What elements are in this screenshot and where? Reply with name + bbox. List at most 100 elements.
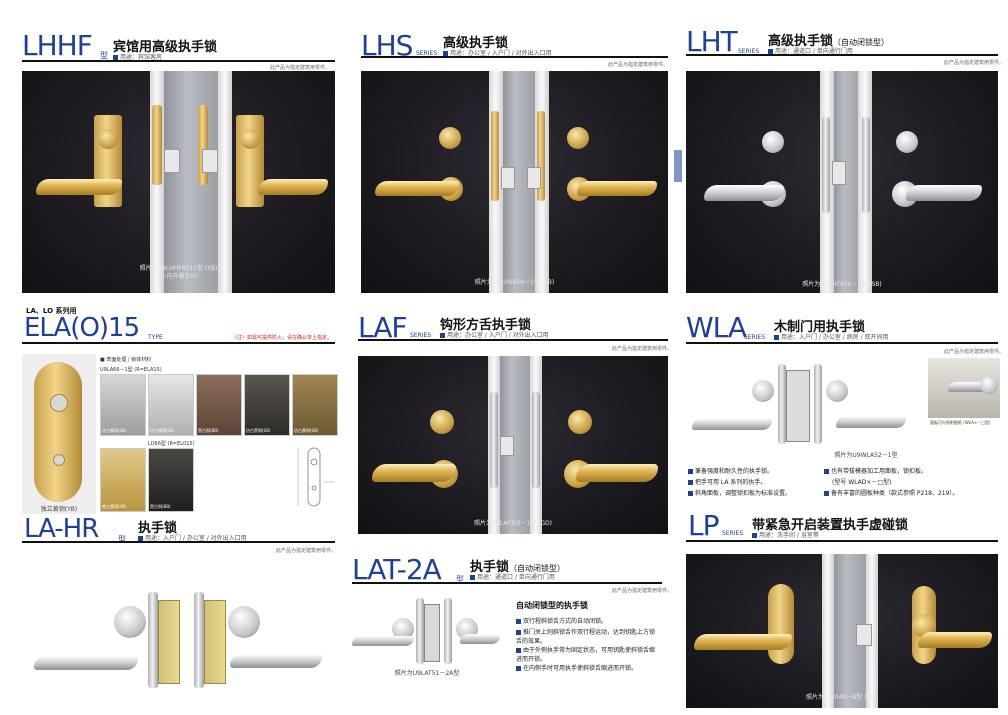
- ela-swatch-2: [148, 374, 194, 436]
- lat2a-bullet-4: 在内侧手时可用执手使斜锁舌缩进而开锁。: [516, 663, 637, 672]
- ela-model: ELA(O)15: [24, 313, 140, 343]
- laf-title: 钩形方舌执手锁: [440, 318, 532, 333]
- ela-kicker: LA、LO 系列用: [26, 307, 77, 315]
- lat2a-use: 用途：通道口 / 单向通行门用: [470, 572, 555, 581]
- wla-bullet-l2: 把手可用 LA 系列的执手。: [688, 477, 766, 486]
- lat2a-photo: 照片为U9LAT51－2A型: [352, 594, 502, 680]
- lhs-title: 高级执手锁: [443, 36, 509, 51]
- lhs-series: SERIES: [416, 50, 438, 57]
- ela-note-red: （注）如需可提供防火，请在确认单上指定。: [232, 335, 333, 341]
- laf-use: 用途：办公室 / 入户门 / 对外出入口用: [440, 330, 549, 339]
- lahr-model: LA-HR: [24, 514, 99, 544]
- ela-swatch-5: [292, 374, 338, 436]
- lhs-note: 此产品为指定建筑用零件。: [608, 62, 669, 68]
- lht-series: SERIES: [738, 48, 760, 55]
- ela-type: TYPE: [148, 334, 163, 341]
- lat2a-bullet-1: 双行程斜锁舌方式的自动闭锁。: [516, 616, 607, 625]
- lat2a-model: LAT-2A: [352, 553, 442, 586]
- lahr-use: 用途：入户门 / 办公室 / 对外出入口用: [138, 533, 247, 542]
- lp-title: 带紧急开启装置执手虚碰锁: [752, 518, 909, 533]
- lp-rule: [686, 540, 998, 542]
- wla-title: 木制门用执手锁: [774, 320, 866, 335]
- lat2a-subtitle: 自动闭锁型的执手锁: [516, 601, 588, 610]
- laf-series: SERIES: [410, 332, 432, 339]
- lhhf-caption: 照片为U9LHHF8511型 (YB): [139, 265, 218, 272]
- laf-note: 此产品为指定建筑用零件。: [612, 346, 673, 352]
- wla-bullet-r1: 也有带拔模器加工用面板，锁扣板。: [824, 466, 927, 475]
- ela-row1-label: U9LA66－1型 (R=ELA15): [100, 367, 162, 373]
- lahr-rule: [22, 541, 335, 543]
- lhhf-caption-2: （火内开着方向）: [154, 273, 203, 280]
- lhhf-rule: [22, 60, 335, 62]
- ela-swatch-caption-7: 黑古铜(BB): [150, 504, 171, 509]
- lhhf-note: 此产品为指定建筑用零件。: [270, 65, 331, 71]
- wla-inset-caption: 面板可与所附图纸 (WLA×－□型): [930, 420, 991, 425]
- wla-series: SERIES: [744, 334, 766, 341]
- ela-swatch-caption-4: 仿古黑铜(SB): [246, 428, 271, 433]
- ela-swatch-caption-3: 黑古铜(BB): [198, 428, 219, 433]
- lht-rule: [686, 54, 998, 56]
- ela-header: ■ 表面处理 / 锁体材料: [100, 357, 152, 363]
- wla-inset-photo: [928, 358, 1000, 418]
- lhhf-photo: 照片为U9LHHF8511型 (YB) （火内开着方向）: [22, 71, 335, 293]
- laf-rule: [358, 339, 668, 341]
- wla-bullet-l1: 兼备强度和耐久性的执手锁。: [688, 466, 773, 475]
- wla-bullet-l3: 斜角面板，调整锁扣板为标准设置。: [688, 488, 791, 497]
- laf-model: LAF: [358, 311, 408, 344]
- lhs-model: LHS: [361, 29, 413, 62]
- wla-bullet-r3: 备有丰富的圆板种类（款式参照 P218、219）。: [824, 488, 958, 497]
- laf-photo: 照片为PRLAF3I3－1型 (GD): [358, 356, 668, 534]
- ela-plate-caption: 独立黄铜(YB): [40, 506, 78, 513]
- lahr-photo: [22, 560, 335, 710]
- lat2a-rule: [352, 582, 662, 584]
- wla-model: WLA: [686, 311, 747, 344]
- laf-caption: 照片为PRLAF3I3－1型 (GD): [474, 520, 552, 527]
- lat2a-suffix: 型: [456, 575, 464, 584]
- wla-bullet-r2: (型号 WLAD×－□型): [832, 479, 892, 486]
- wla-caption: 照片为U9WLA52－1型: [834, 452, 898, 459]
- lhs-use: 用途：办公室 / 入户门 / 对外出入口用: [443, 48, 552, 57]
- ela-swatch-4: [244, 374, 290, 436]
- lahr-suffix: 型: [118, 535, 126, 544]
- lat2a-caption: 照片为U9LAT51－2A型: [394, 670, 460, 677]
- lp-model: LP: [688, 509, 720, 542]
- ela-dimension-drawing: [297, 447, 334, 507]
- lat2a-note: 此产品为指定建筑用零件。: [612, 588, 673, 594]
- lht-title: 高级执手锁（自动闭锁型）: [768, 34, 890, 49]
- lp-caption: 照片为LP2040－8型 (GD): [806, 694, 878, 701]
- lhs-caption: 照片为U9LHS656－1型 (YB): [474, 279, 555, 286]
- wla-rule: [686, 342, 998, 344]
- lhs-rule: [361, 56, 668, 58]
- lat2a-bullet-2: 推门关上则斜锁舌作双行程运动，达到钥匙上方锁舌的效果。: [516, 627, 660, 645]
- lat2a-bullet-3: 由于外侧执手常为固定状态，可用钥匙使斜锁舌缩进而开锁。: [516, 645, 660, 663]
- lp-series: SERIES: [722, 530, 744, 537]
- lhhf-model: LHHF: [22, 29, 93, 62]
- wla-photo: 照片为U9WLA52－1型: [686, 356, 926, 460]
- lhhf-use: 用途：宾馆客房: [113, 52, 162, 61]
- ela-swatch-caption-1: 仿古青铜(SB): [102, 428, 127, 433]
- lht-note: 此产品为指定建筑用零件。: [944, 60, 1005, 66]
- lht-model: LHT: [686, 25, 738, 58]
- ela-plate-photo: 独立黄铜(YB): [22, 354, 96, 514]
- lht-caption: 照片为U9LHT656－1型 (SB): [802, 281, 882, 288]
- ela-row2-label: LO66型 (R=EL015): [148, 441, 195, 447]
- lht-use: 用途：通道口 / 单向通行门用: [768, 46, 853, 55]
- wla-note: 此产品为指定建筑用零件。: [944, 349, 1005, 355]
- lp-photo: 照片为LP2040－8型 (GD): [686, 554, 998, 708]
- lhhf-title: 宾馆用高级执手锁: [113, 40, 218, 55]
- lat2a-title: 执手锁（自动闭锁型）: [470, 560, 566, 575]
- page-tab-marker: [674, 150, 682, 182]
- ela-rule: [22, 342, 335, 344]
- ela-swatch-1: [100, 374, 146, 436]
- lhs-photo: 照片为U9LHS656－1型 (YB): [361, 71, 668, 293]
- ela-swatch-6: [100, 448, 146, 512]
- ela-swatch-7: [148, 448, 194, 512]
- ela-swatch-3: [196, 374, 242, 436]
- lht-photo: 照片为U9LHT656－1型 (SB): [686, 71, 998, 293]
- ela-swatch-caption-5: 仿古黄铜(SB): [294, 428, 319, 433]
- ela-swatch-caption-6: 独立黄铜(YB): [102, 504, 127, 509]
- ela-swatch-caption-2: 仿古青铜(SB): [150, 428, 175, 433]
- lahr-note: 此产品为指定建筑用零件。: [276, 548, 337, 554]
- lhhf-suffix: 型: [100, 51, 108, 60]
- lahr-title: 执手锁: [138, 521, 178, 536]
